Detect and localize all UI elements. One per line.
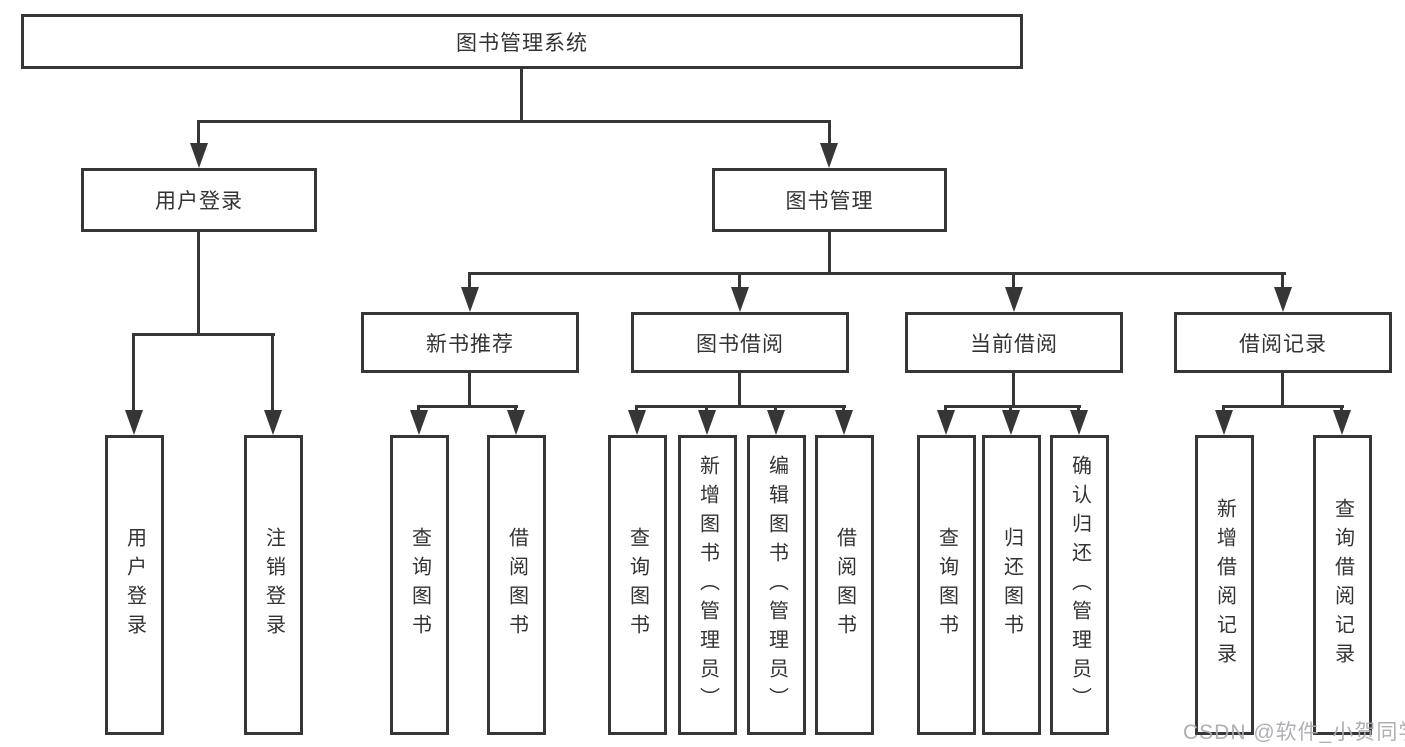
node-borrow-records-label: 借阅记录 [1239, 332, 1327, 356]
connector-line [197, 120, 831, 123]
node-book-management: 图书管理 [712, 168, 947, 232]
connector-line [944, 405, 947, 413]
leaf-add-books-admin-label: 新增图书（管理员） [696, 454, 719, 716]
node-new-book-recommend-label: 新书推荐 [426, 332, 514, 356]
connector-line [520, 69, 523, 122]
arrowhead-down-icon [835, 410, 853, 435]
leaf-borrow-books-2-label: 借阅图书 [833, 527, 856, 643]
node-user-login: 用户登录 [81, 168, 317, 232]
connector-line [197, 232, 200, 336]
connector-line [842, 405, 845, 413]
arrowhead-down-icon [731, 287, 749, 312]
node-current-borrow-label: 当前借阅 [970, 332, 1058, 356]
connector-line [1009, 405, 1012, 413]
connector-line [1281, 272, 1284, 289]
arrowhead-down-icon [125, 410, 143, 435]
leaf-query-books-1: 查询图书 [390, 435, 449, 735]
leaf-borrow-books-1: 借阅图书 [487, 435, 546, 735]
arrowhead-down-icon [190, 143, 208, 168]
node-user-login-label: 用户登录 [155, 190, 243, 213]
connector-line [468, 272, 471, 289]
node-book-borrow-label: 图书借阅 [696, 332, 784, 356]
connector-line [417, 405, 518, 408]
connector-line [1222, 405, 1225, 413]
connector-line [132, 333, 135, 412]
leaf-query-books-3-label: 查询图书 [935, 527, 958, 643]
arrowhead-down-icon [1005, 287, 1023, 312]
leaf-return-books-label: 归还图书 [1000, 527, 1023, 643]
leaf-query-borrow-record: 查询借阅记录 [1313, 435, 1372, 735]
connector-line [197, 120, 200, 146]
arrowhead-down-icon [628, 410, 646, 435]
node-current-borrow: 当前借阅 [905, 312, 1123, 373]
arrowhead-down-icon [820, 143, 838, 168]
arrowhead-down-icon [507, 410, 525, 435]
leaf-logout-login-label: 注销登录 [262, 527, 285, 643]
node-book-borrow: 图书借阅 [631, 312, 849, 373]
arrowhead-down-icon [1274, 287, 1292, 312]
connector-line [828, 120, 831, 146]
connector-line [635, 405, 846, 408]
leaf-add-books-admin: 新增图书（管理员） [678, 435, 737, 735]
arrowhead-down-icon [937, 410, 955, 435]
leaf-query-books-2-label: 查询图书 [626, 527, 649, 643]
connector-line [738, 272, 741, 289]
connector-line [774, 405, 777, 413]
connector-line [514, 405, 517, 413]
connector-line [1012, 272, 1015, 289]
connector-line [271, 333, 274, 412]
connector-line [828, 232, 831, 275]
connector-line [1222, 405, 1344, 408]
connector-line [1340, 405, 1343, 413]
leaf-edit-books-admin: 编辑图书（管理员） [747, 435, 806, 735]
arrowhead-down-icon [698, 410, 716, 435]
leaf-user-login: 用户登录 [105, 435, 164, 735]
connector-line [1077, 405, 1080, 413]
leaf-borrow-books-1-label: 借阅图书 [505, 527, 528, 643]
leaf-confirm-return-admin-label: 确认归还（管理员） [1068, 454, 1091, 716]
leaf-query-books-2: 查询图书 [608, 435, 667, 735]
leaf-add-borrow-record: 新增借阅记录 [1195, 435, 1254, 735]
leaf-logout-login: 注销登录 [244, 435, 303, 735]
arrowhead-down-icon [410, 410, 428, 435]
leaf-query-books-1-label: 查询图书 [408, 527, 431, 643]
arrowhead-down-icon [1002, 410, 1020, 435]
node-root: 图书管理系统 [21, 14, 1023, 69]
leaf-borrow-books-2: 借阅图书 [815, 435, 874, 735]
csdn-watermark: CSDN @软件_小贺同学 [1183, 721, 1405, 744]
connector-line [635, 405, 638, 413]
arrowhead-down-icon [1333, 410, 1351, 435]
leaf-edit-books-admin-label: 编辑图书（管理员） [765, 454, 788, 716]
arrowhead-down-icon [1070, 410, 1088, 435]
leaf-user-login-label: 用户登录 [123, 527, 146, 643]
leaf-confirm-return-admin: 确认归还（管理员） [1050, 435, 1109, 735]
leaf-add-borrow-record-label: 新增借阅记录 [1213, 498, 1236, 672]
connector-line [705, 405, 708, 413]
node-new-book-recommend: 新书推荐 [361, 312, 579, 373]
arrowhead-down-icon [264, 410, 282, 435]
connector-line [1281, 373, 1284, 408]
connector-line [132, 333, 275, 336]
node-borrow-records: 借阅记录 [1174, 312, 1392, 373]
connector-line [944, 405, 1081, 408]
arrowhead-down-icon [767, 410, 785, 435]
leaf-query-borrow-record-label: 查询借阅记录 [1331, 498, 1354, 672]
arrowhead-down-icon [461, 287, 479, 312]
connector-line [417, 405, 420, 413]
connector-line [468, 373, 471, 408]
node-root-label: 图书管理系统 [456, 31, 588, 55]
connector-line [1012, 373, 1015, 408]
leaf-query-books-3: 查询图书 [917, 435, 976, 735]
arrowhead-down-icon [1215, 410, 1233, 435]
connector-line [738, 373, 741, 408]
node-book-management-label: 图书管理 [785, 190, 874, 213]
leaf-return-books: 归还图书 [982, 435, 1041, 735]
connector-line [468, 272, 1286, 275]
